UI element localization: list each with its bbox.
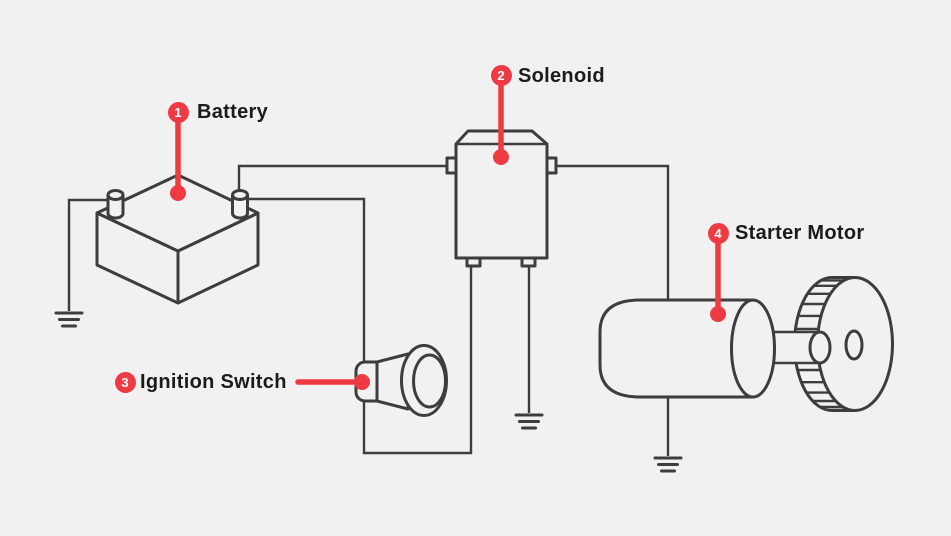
ignition-switch-body <box>375 352 410 411</box>
ignition-switch-label: Ignition Switch <box>140 371 287 393</box>
ignition-switch-badge: 3 <box>114 371 136 393</box>
ground-symbol-starter-motor <box>653 456 683 473</box>
callout-pointer-ignition-switch <box>295 374 370 390</box>
starter-motor-badge: 4 <box>707 222 729 244</box>
starter-motor-drawing <box>598 276 894 412</box>
ground-symbol-solenoid <box>514 413 544 430</box>
ground-symbol-battery <box>54 311 84 328</box>
callout-pointer-solenoid <box>493 79 509 165</box>
battery-terminal-positive <box>231 189 249 220</box>
gear-center-hole <box>844 329 864 361</box>
wire-battery-to-solenoid <box>237 164 448 192</box>
battery-terminal-negative <box>106 189 125 220</box>
callout-pointer-starter-motor <box>710 237 726 322</box>
wire-solenoid-to-starter-motor <box>555 164 670 302</box>
solenoid-badge: 2 <box>490 65 512 86</box>
callout-pointer-battery <box>170 115 186 201</box>
battery-badge: 1 <box>167 101 189 123</box>
battery-label: Battery <box>197 101 269 123</box>
wire-battery-to-ground <box>67 198 112 311</box>
motor-body <box>598 298 755 399</box>
ignition-switch-face <box>412 353 447 409</box>
wires <box>67 164 670 456</box>
solenoid-drawing <box>445 129 558 268</box>
callout-pointers <box>170 79 726 390</box>
motor-end-cap <box>730 298 776 399</box>
solenoid-label: Solenoid <box>518 64 605 87</box>
wire-battery-to-ignition-switch-to-solenoid <box>243 197 473 455</box>
starter-motor-label: Starter Motor <box>735 222 865 244</box>
ignition-switch-drawing <box>354 344 448 417</box>
battery-drawing <box>95 173 260 305</box>
